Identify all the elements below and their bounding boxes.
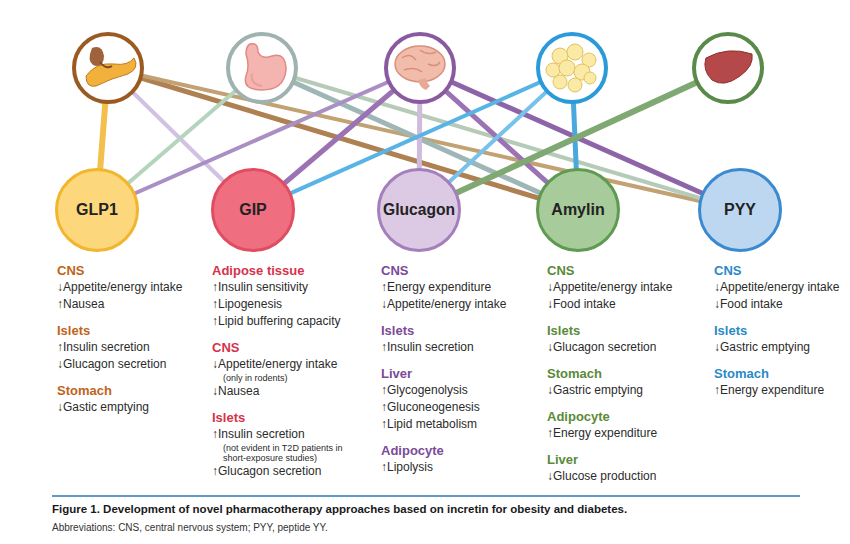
brain-folds <box>402 50 440 72</box>
effect-item: ↓Food intake <box>547 296 616 313</box>
duct-line <box>100 62 112 67</box>
section-heading: Liver <box>547 451 578 468</box>
effect-item: ↓Gastic emptying <box>57 399 149 416</box>
effect-item: ↑Insulin secretion <box>381 339 474 356</box>
hormone-name: GIP <box>239 201 267 219</box>
effect-item: ↑Energy expenditure <box>381 279 491 296</box>
effect-item: ↓Glucagon secretion <box>57 356 166 373</box>
effect-item: ↑Glycogenolysis <box>381 382 468 399</box>
caption-rule <box>52 495 800 497</box>
section-heading: Islets <box>381 322 414 339</box>
footnote: (only in rodents) <box>223 373 351 383</box>
icon-ring <box>694 34 762 102</box>
hormone-name: Glucagon <box>383 201 455 219</box>
effect-item: ↓Appetite/energy intake <box>57 279 182 296</box>
icon-ring <box>386 34 454 102</box>
effect-item: ↓Nausea <box>212 383 259 400</box>
figure-caption: Figure 1. Development of novel pharmacot… <box>52 502 627 517</box>
section-heading: CNS <box>381 262 408 279</box>
icon-ring <box>228 34 296 102</box>
hormone-circle: Glucagon <box>377 168 461 252</box>
effect-item: ↑Glucagon secretion <box>212 463 321 480</box>
effect-item: ↑Insulin secretion <box>57 339 150 356</box>
section-heading: CNS <box>714 262 741 279</box>
icon-ring <box>538 34 606 102</box>
stomach-shape <box>245 44 286 90</box>
section-heading: Adipose tissue <box>212 262 304 279</box>
icon-ring <box>74 34 142 102</box>
section-heading: Islets <box>57 322 90 339</box>
effect-item: ↑Lipogenesis <box>212 296 282 313</box>
effect-item: ↓Appetite/energy intake <box>212 356 337 373</box>
pancreas-icon <box>74 34 142 102</box>
effect-item: ↓Glucagon secretion <box>547 339 656 356</box>
section-heading: Stomach <box>57 382 112 399</box>
section-heading: Adipocyte <box>547 408 610 425</box>
stomach-fold <box>252 74 262 86</box>
stomach-icon <box>228 34 296 102</box>
effect-item: ↑Energy expenditure <box>547 425 657 442</box>
section-heading: Islets <box>547 322 580 339</box>
brainstem-shape <box>418 78 430 90</box>
abbreviation-note: Abbreviations: CNS, central nervous syst… <box>52 521 328 534</box>
section-heading: Stomach <box>547 365 602 382</box>
hormone-circle: Amylin <box>536 168 620 252</box>
organ-icons <box>74 34 762 102</box>
section-heading: Adipocyte <box>381 442 444 459</box>
brain-icon <box>386 34 454 102</box>
footnote: (not evident in T2D patients in short-ex… <box>223 443 351 463</box>
effect-item: ↓Gastric emptying <box>714 339 810 356</box>
hormone-circle: GLP1 <box>55 168 139 252</box>
section-heading: Stomach <box>714 365 769 382</box>
effect-item: ↓Appetite/energy intake <box>547 279 672 296</box>
section-heading: CNS <box>212 339 239 356</box>
brain-shape <box>395 46 445 82</box>
section-heading: CNS <box>57 262 84 279</box>
effect-item: ↓Gastric emptying <box>547 382 643 399</box>
effect-item: ↑Lipolysis <box>381 459 433 476</box>
effect-item: ↑Insulin sensitivity <box>212 279 308 296</box>
liver-shape <box>705 51 752 83</box>
effect-item: ↓Food intake <box>714 296 783 313</box>
fat-cells <box>546 44 596 92</box>
effect-item: ↑Gluconeogenesis <box>381 399 480 416</box>
effect-item: ↑Energy expenditure <box>714 382 824 399</box>
hormone-circle: PYY <box>698 168 782 252</box>
hormone-name: PYY <box>724 201 756 219</box>
hormone-name: GLP1 <box>76 201 118 219</box>
effect-item: ↑Lipid metabolism <box>381 416 477 433</box>
effect-item: ↓Appetite/energy intake <box>381 296 506 313</box>
section-heading: Liver <box>381 365 412 382</box>
liver-icon <box>694 34 762 102</box>
hormone-circle: GIP <box>211 168 295 252</box>
section-heading: Islets <box>714 322 747 339</box>
section-heading: Islets <box>212 409 245 426</box>
effect-item: ↑Nausea <box>57 296 104 313</box>
hormone-name: Amylin <box>551 201 604 219</box>
adipocyte-icon <box>538 34 606 102</box>
effect-item: ↓Glucose production <box>547 468 656 485</box>
effect-item: ↓Appetite/energy intake <box>714 279 839 296</box>
section-heading: CNS <box>547 262 574 279</box>
effect-item: ↑Lipid buffering capacity <box>212 313 341 330</box>
effect-item: ↑Insulin secretion <box>212 426 305 443</box>
